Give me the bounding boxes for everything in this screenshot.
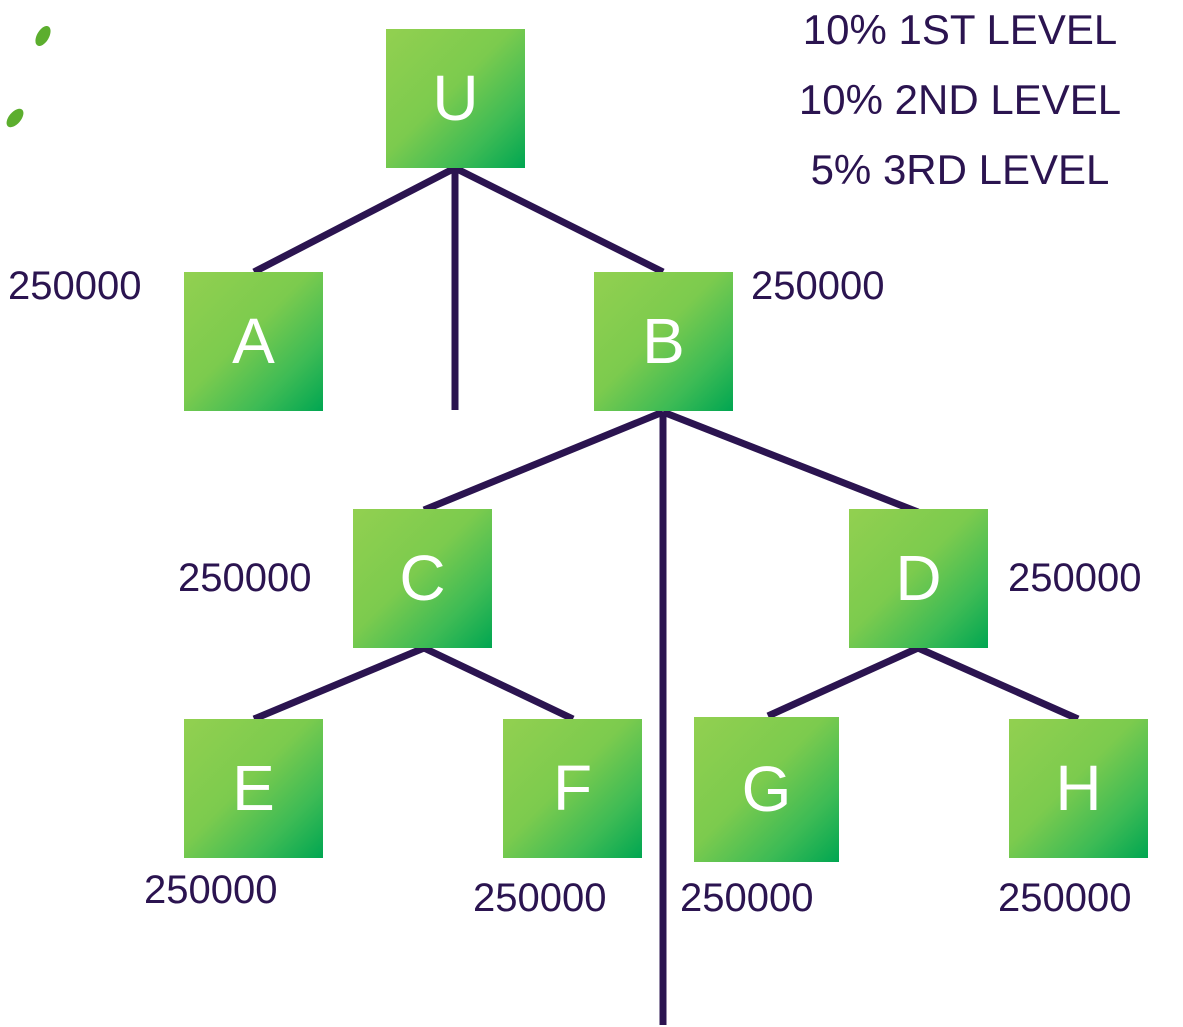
amount-a: 250000 [8, 264, 142, 308]
node-e: E [184, 719, 323, 858]
amount-f: 250000 [473, 876, 607, 920]
amount-d: 250000 [1008, 556, 1142, 600]
amount-g: 250000 [680, 876, 814, 920]
connector-d-h [916, 644, 1080, 723]
amount-c: 250000 [178, 556, 312, 600]
amount-e: 250000 [144, 868, 278, 912]
node-u: U [386, 29, 525, 168]
connector-b-c [422, 408, 665, 514]
legend-level-2: 10% 2ND LEVEL [798, 76, 1122, 123]
connector-d-g [766, 644, 920, 720]
node-b: B [594, 272, 733, 411]
node-f: F [503, 719, 642, 858]
amount-b: 250000 [751, 264, 885, 308]
connector-b-d [661, 408, 920, 516]
node-a: A [184, 272, 323, 411]
node-d: D [849, 509, 988, 648]
legend-level-1: 10% 1ST LEVEL [802, 6, 1118, 53]
commission-legend: 10% 1ST LEVEL 10% 2ND LEVEL 5% 3RD LEVEL [760, 6, 1160, 216]
node-g: G [694, 717, 839, 862]
connector-u-b [453, 164, 665, 276]
node-h: H [1009, 719, 1148, 858]
legend-level-3: 5% 3RD LEVEL [810, 146, 1110, 193]
node-c: C [353, 509, 492, 648]
connector-c-e [252, 644, 426, 723]
connector-c-f [422, 644, 575, 723]
amount-h: 250000 [998, 876, 1132, 920]
connector-u-a [252, 164, 457, 276]
